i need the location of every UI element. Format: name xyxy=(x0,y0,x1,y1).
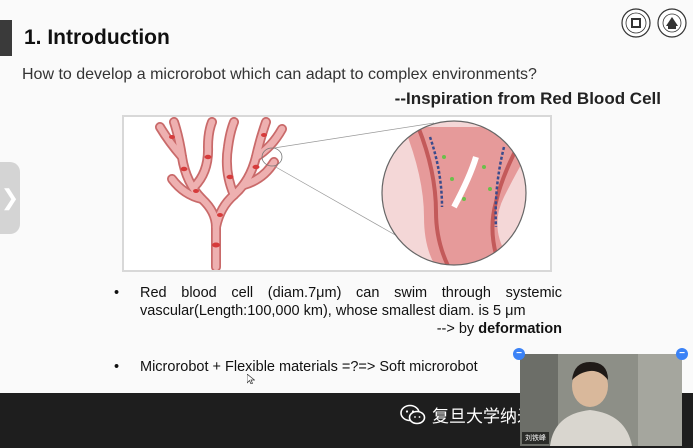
bullet-rbc-line2: vascular(Length:100,000 km), whose small… xyxy=(140,303,526,319)
chevron-right-icon: ❯ xyxy=(0,185,20,210)
bullet-rbc-emphasis: deformation xyxy=(478,321,562,337)
bullet-rbc-line3: --> by deformation xyxy=(140,320,562,338)
wechat-icon xyxy=(400,404,426,424)
mouse-cursor-icon xyxy=(247,374,255,384)
video-pin-left-icon[interactable]: − xyxy=(513,348,525,360)
slide-title: 1. Introduction xyxy=(24,26,170,49)
slide-nav-expand-tab[interactable]: ❯ xyxy=(0,162,20,234)
magnified-vessel-view xyxy=(381,120,527,266)
presenter-video-thumbnail[interactable]: 刘铁峰 xyxy=(520,354,682,446)
presenter-video-frame xyxy=(520,354,682,446)
blood-vessel-figure xyxy=(122,115,552,272)
presenter-name-label: 刘铁峰 xyxy=(522,432,549,444)
inspiration-subtitle: --Inspiration from Red Blood Cell xyxy=(394,89,661,108)
bullet-soft-robot-text: Microrobot + Flexible materials =?=> Sof… xyxy=(140,359,478,375)
bullet-list: • Red blood cell (diam.7μm) can swim thr… xyxy=(112,284,562,376)
university-seal-logo xyxy=(621,8,651,38)
red-blood-cells xyxy=(169,133,267,248)
bullet-item-rbc: • Red blood cell (diam.7μm) can swim thr… xyxy=(112,284,562,338)
university-logos xyxy=(621,8,687,38)
video-pin-right-icon[interactable]: − xyxy=(676,348,688,360)
slide: 1. Introduction How to develop a microro… xyxy=(0,0,693,393)
bullet-marker: • xyxy=(114,359,120,375)
bullet-marker: • xyxy=(114,285,120,301)
blood-vessel-illustration xyxy=(155,117,527,270)
bullet-item-soft-robot: • Microrobot + Flexible materials =?=> S… xyxy=(112,358,562,376)
vessel-tree xyxy=(155,117,287,270)
research-question: How to develop a microrobot which can ad… xyxy=(22,66,537,83)
title-accent-bar xyxy=(0,20,12,56)
institute-seal-logo xyxy=(657,8,687,38)
bullet-rbc-arrow-text: --> by xyxy=(436,321,479,337)
bullet-rbc-line1: Red blood cell (diam.7μm) can swim throu… xyxy=(140,285,562,301)
